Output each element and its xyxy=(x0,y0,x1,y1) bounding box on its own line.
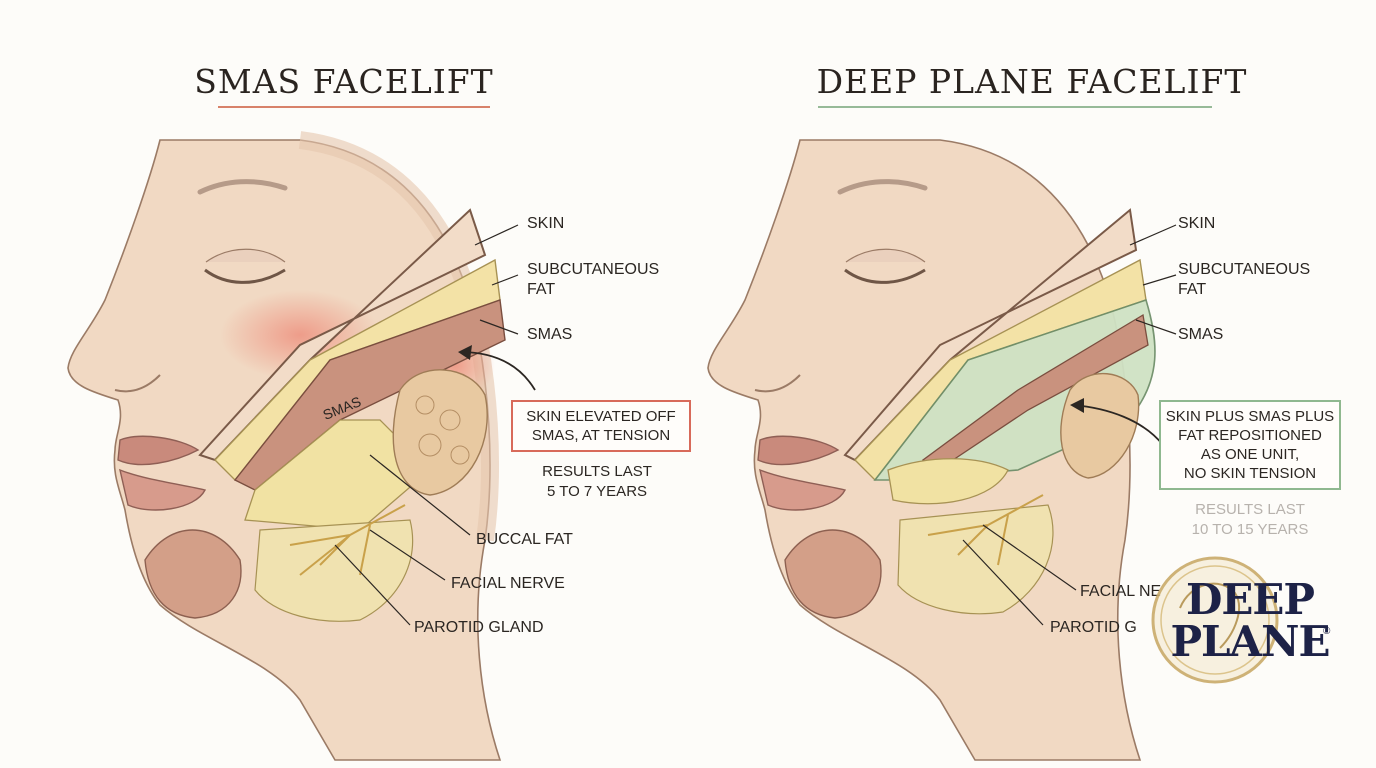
smas-label-skin: SKIN xyxy=(527,215,565,232)
deep-label-subcutaneous-fat: SUBCUTANEOUS FAT xyxy=(1178,261,1311,298)
closed-eye xyxy=(204,268,286,284)
upper-lip xyxy=(117,435,200,466)
upper-lip xyxy=(757,435,840,466)
smas-label-smas: SMAS xyxy=(527,326,573,343)
deep-plane-face-illustration xyxy=(707,139,1177,761)
smas-label-subcutaneous-fat: SUBCUTANEOUS FAT xyxy=(527,261,660,298)
logo-text-line1: DEEP xyxy=(1185,575,1315,624)
lower-lip xyxy=(759,468,847,511)
smas-label-facial-nerve: FACIAL NERVE xyxy=(451,575,565,592)
eyebrow xyxy=(197,179,288,195)
deep-plane-facelift-title: DEEP PLANE FACELIFT xyxy=(816,62,1248,101)
smas-facelift-title: SMAS FACELIFT xyxy=(194,62,494,101)
logo-ring-icon xyxy=(1151,556,1279,684)
smas-face-illustration xyxy=(67,131,536,761)
deep-plane-callout: SKIN PLUS SMAS PLUS FAT REPOSITIONED AS … xyxy=(1159,400,1341,490)
logo-text-line2: PLANE xyxy=(1170,617,1330,666)
facial-nerve-lines xyxy=(289,504,406,576)
deep-label-facial-nerve: FACIAL NE xyxy=(1080,583,1162,600)
masseter-muscle xyxy=(784,529,882,619)
facial-nerve-lines xyxy=(927,494,1044,566)
lower-fat-pad xyxy=(887,458,1009,505)
deep-label-smas: SMAS xyxy=(1178,326,1224,343)
eyebrow xyxy=(837,179,928,195)
smas-label-parotid-gland: PAROTID GLAND xyxy=(414,619,544,636)
deep-plane-results-text: RESULTS LAST 10 TO 15 YEARS xyxy=(1191,501,1309,538)
closed-eye xyxy=(844,268,926,284)
nose xyxy=(754,374,801,393)
deep-plane-title-underline xyxy=(818,106,1212,108)
lower-face-fat xyxy=(897,504,1054,615)
smas-tension-callout: SKIN ELEVATED OFF SMAS, AT TENSION xyxy=(511,400,691,452)
lower-face-fat xyxy=(254,519,414,622)
masseter-muscle xyxy=(144,529,242,619)
deep-label-parotid-gland: PAROTID G xyxy=(1050,619,1137,636)
smas-title-underline xyxy=(218,106,490,108)
deep-plane-facelift-panel: DEEP PLANE FACELIFT SKIN SUBCUTANEO xyxy=(688,0,1376,768)
logo-registered-mark: ® xyxy=(1323,626,1331,637)
smas-facelift-panel: SMAS FACELIFT xyxy=(67,62,691,761)
deep-label-skin: SKIN xyxy=(1178,215,1216,232)
parotid-gland-shape xyxy=(1060,373,1140,479)
deep-plane-logo: DEEP PLANE ® xyxy=(1140,548,1340,698)
smas-results-text: RESULTS LAST 5 TO 7 YEARS xyxy=(542,463,652,500)
reposition-arrow xyxy=(1072,404,1164,446)
nose xyxy=(114,374,161,393)
smas-label-buccal-fat: BUCCAL FAT xyxy=(476,531,573,548)
lower-lip xyxy=(119,468,207,511)
